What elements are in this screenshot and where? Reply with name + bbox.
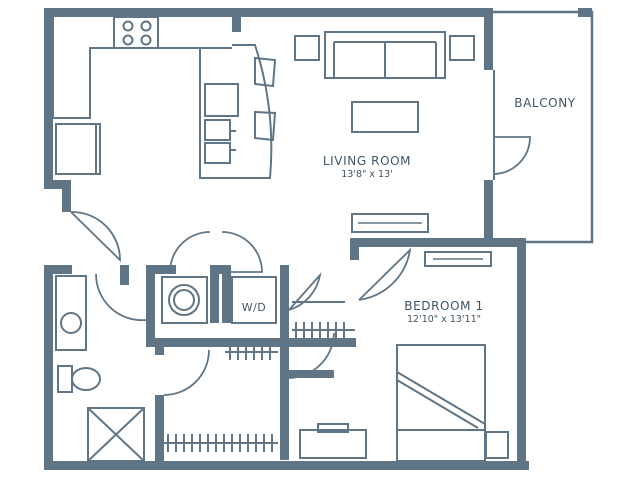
living-room-label: LIVING ROOM [323,154,411,168]
living-room-dimensions: 13'8" x 13' [341,169,392,180]
doors [70,136,531,396]
balcony-label: BALCONY [514,96,576,110]
closet-hangers [167,322,345,452]
bedroom-label: BEDROOM 1 [404,299,484,313]
bedroom-dimensions: 12'10" x 13'11" [407,314,481,325]
balcony-outline [488,10,594,244]
windows [45,311,525,451]
bedroom-furniture [299,251,509,462]
kitchen-counters [52,16,277,179]
washer-dryer-label: W/D [242,301,267,314]
living-room-furniture [294,31,475,233]
walls [44,8,592,470]
